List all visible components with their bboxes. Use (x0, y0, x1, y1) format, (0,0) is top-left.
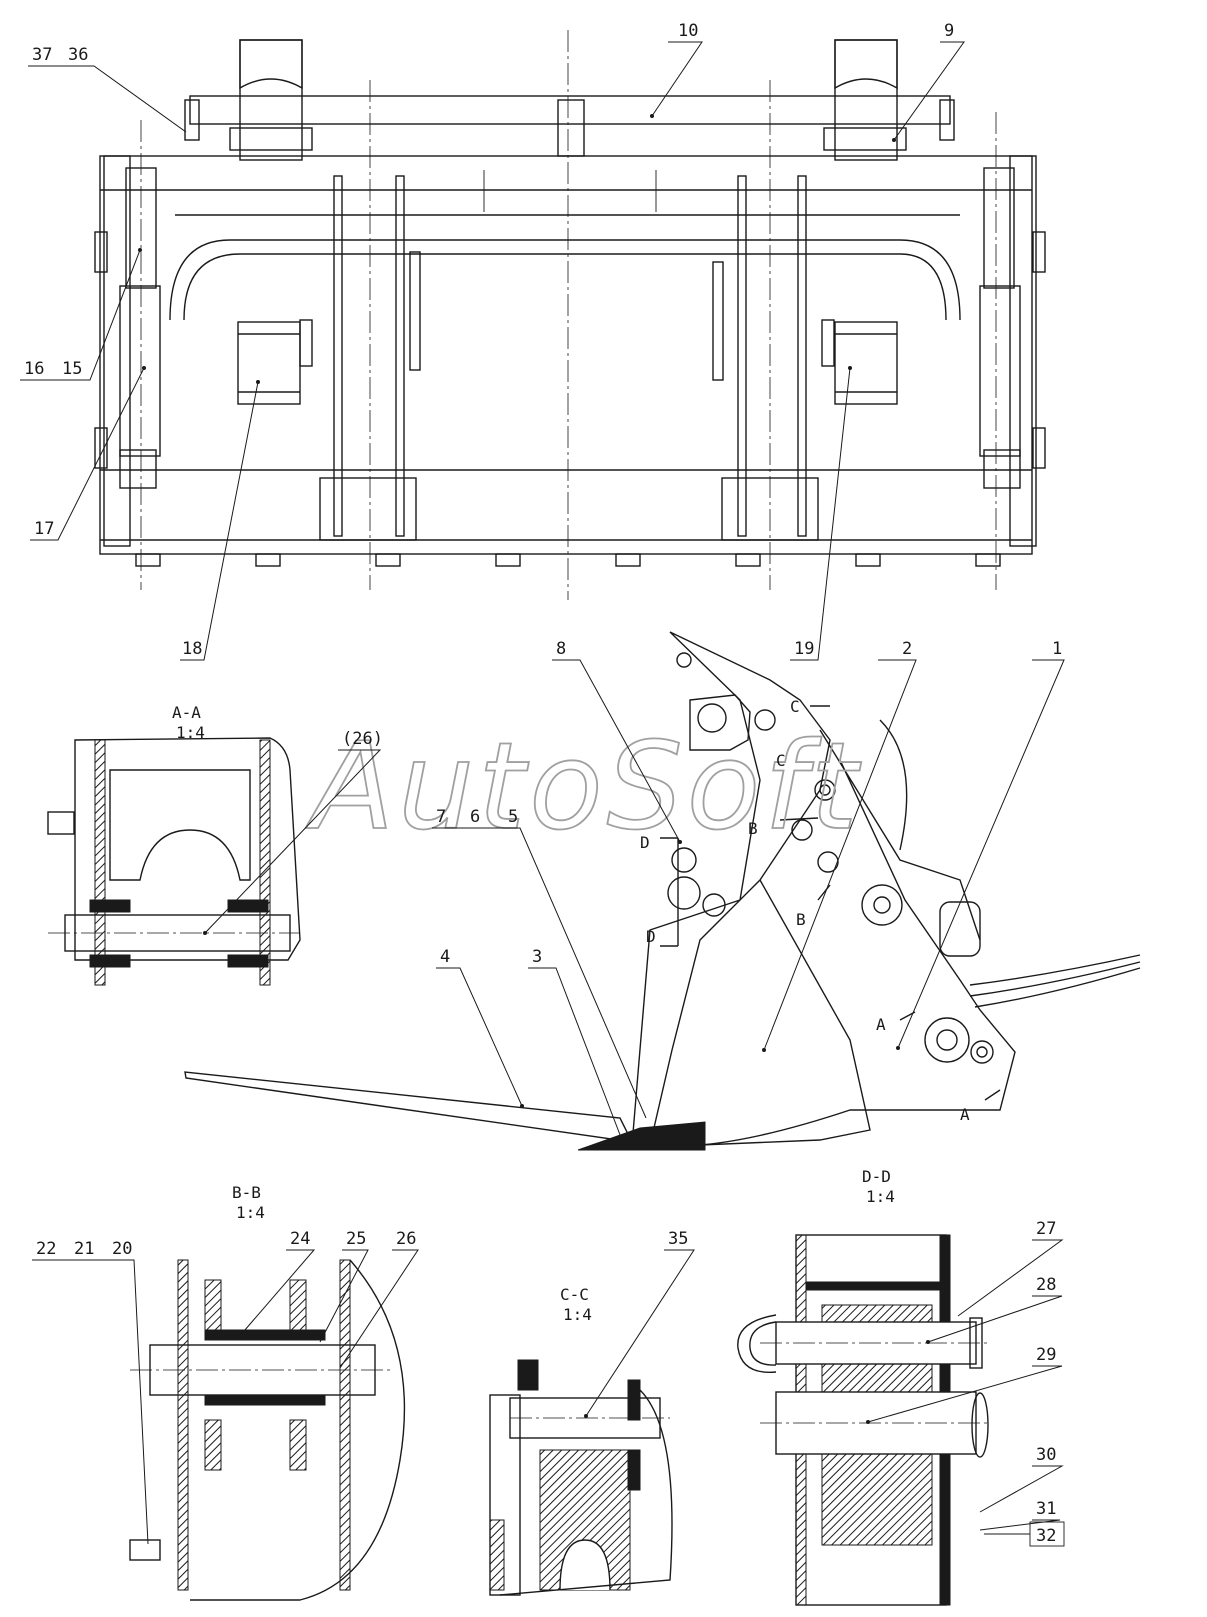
section-scale-dd: 1:4 (866, 1187, 895, 1206)
part-label-18: 18 (182, 639, 202, 659)
part-label-16: 16 (24, 359, 44, 379)
part-label-26: 26 (396, 1229, 416, 1249)
part-label-31: 31 (1036, 1499, 1056, 1519)
part-label-28: 28 (1036, 1275, 1056, 1295)
part-label-30: 30 (1036, 1445, 1056, 1465)
section-scale-aa: 1:4 (176, 723, 205, 742)
part-label-2: 2 (902, 639, 912, 659)
part-label-1: 1 (1052, 639, 1062, 659)
section-title-aa: A-A (172, 703, 201, 722)
cut-marker-a1: A (876, 1015, 886, 1034)
part-label-37: 37 (32, 45, 52, 65)
part-label-24: 24 (290, 1229, 310, 1249)
cut-marker-d1: D (640, 833, 650, 852)
part-label-21: 21 (74, 1239, 94, 1259)
section-title-cc: C-C (560, 1285, 589, 1304)
part-label-36: 36 (68, 45, 88, 65)
section-cc (489, 1359, 673, 1596)
part-label-35: 35 (668, 1229, 688, 1249)
part-label-19: 19 (794, 639, 814, 659)
part-label-27: 27 (1036, 1219, 1056, 1239)
cut-marker-b1: B (748, 819, 758, 838)
section-titles: A-A 1:4 B-B 1:4 C-C 1:4 D-D 1:4 (172, 703, 895, 1324)
part-label-20: 20 (112, 1239, 132, 1259)
part-label-7: 7 (436, 807, 446, 827)
cut-marker-b2: B (796, 910, 806, 929)
part-label-17: 17 (34, 519, 54, 539)
section-cut-markers: C C B B D D A A (640, 697, 970, 1124)
section-dd (737, 1234, 990, 1606)
part-label-15: 15 (62, 359, 82, 379)
part-callouts: 37 36 10 9 16 15 17 18 19 8 2 1 (26) 7 (20, 21, 1065, 1547)
part-label-6: 6 (470, 807, 480, 827)
part-label-29: 29 (1036, 1345, 1056, 1365)
part-label-10: 10 (678, 21, 698, 41)
cut-marker-c2: C (776, 751, 786, 770)
section-scale-bb: 1:4 (236, 1203, 265, 1222)
part-label-25: 25 (346, 1229, 366, 1249)
section-bb (129, 1259, 406, 1601)
part-label-32: 32 (1036, 1526, 1056, 1546)
part-label-8: 8 (556, 639, 566, 659)
part-label-4: 4 (440, 947, 450, 967)
watermark-text: AutoSoft (305, 718, 862, 857)
section-title-bb: B-B (232, 1183, 261, 1202)
cut-marker-a2: A (960, 1105, 970, 1124)
side-view (184, 631, 1141, 1151)
cut-marker-d2: D (646, 927, 656, 946)
leader-dots (138, 114, 930, 1424)
part-label-9: 9 (944, 21, 954, 41)
section-title-dd: D-D (862, 1167, 891, 1186)
section-scale-cc: 1:4 (563, 1305, 592, 1324)
part-label-3: 3 (532, 947, 542, 967)
part-label-22: 22 (36, 1239, 56, 1259)
section-aa (47, 737, 301, 986)
part-label-5: 5 (508, 807, 518, 827)
part-label-26-ref: (26) (342, 729, 383, 749)
front-view (94, 30, 1046, 600)
cut-marker-c1: C (790, 697, 800, 716)
